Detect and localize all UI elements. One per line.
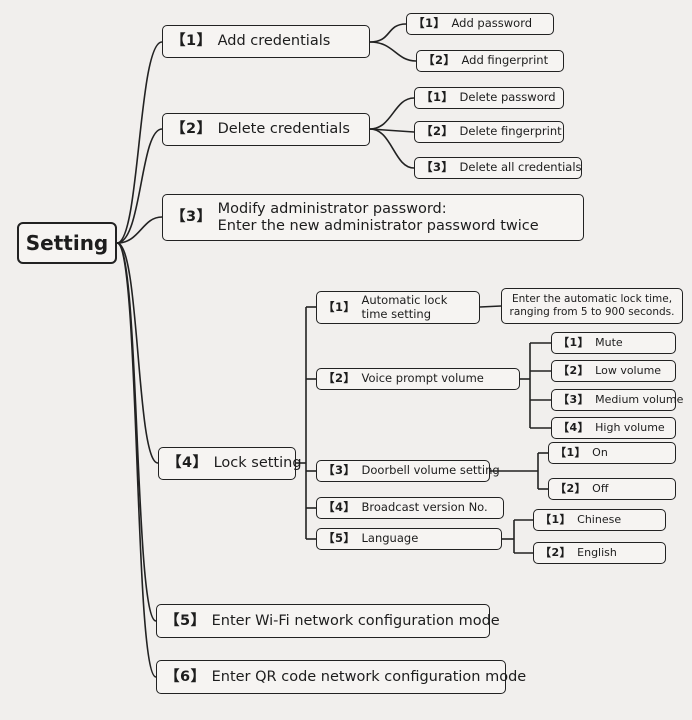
- option-label: Chinese: [577, 512, 622, 526]
- submenu-add-fingerprint: 【2】 Add fingerprint: [416, 50, 564, 72]
- submenu-add-password: 【1】 Add password: [406, 13, 554, 35]
- submenu-label-line1: Automatic lock: [361, 293, 448, 308]
- option-chinese: 【1】 Chinese: [533, 509, 666, 531]
- menu-item-wifi-config: 【5】 Enter Wi-Fi network configuration mo…: [156, 604, 500, 638]
- menu-label: Delete credentials: [217, 121, 350, 138]
- submenu-label: Delete password: [459, 90, 556, 105]
- submenu-delete-all-credentials: 【3】 Delete all credentials: [414, 157, 582, 179]
- connector-line: [369, 128, 415, 169]
- menu-label: Add credentials: [217, 33, 331, 50]
- submenu-index: 【1】: [413, 16, 446, 31]
- connector-line: [116, 216, 163, 244]
- option-medium-volume: 【3】 Medium volume: [551, 389, 683, 411]
- menu-index: 【5】: [165, 612, 206, 629]
- submenu-label-line2: time setting: [361, 306, 432, 321]
- submenu-label: Delete all credentials: [459, 160, 582, 175]
- option-index: 【1】: [540, 512, 572, 526]
- root-node-setting: Setting: [17, 222, 117, 264]
- submenu-delete-fingerprint: 【2】 Delete fingerprint: [414, 121, 564, 143]
- connector-line: [369, 128, 415, 133]
- option-low-volume: 【2】 Low volume: [551, 360, 676, 382]
- menu-item-modify-admin-password: 【3】 Modify administrator password: Enter…: [162, 194, 584, 241]
- connector-line: [369, 41, 417, 62]
- submenu-auto-lock-time: 【1】 Automatic lock time setting: [316, 291, 480, 324]
- submenu-doorbell-volume: 【3】 Doorbell volume setting: [316, 460, 500, 482]
- option-index: 【1】: [558, 335, 590, 349]
- option-label: English: [577, 545, 617, 559]
- submenu-label: Delete fingerprint: [459, 124, 562, 139]
- submenu-index: 【2】: [323, 371, 356, 386]
- submenu-index: 【1】: [421, 90, 454, 105]
- option-label: On: [592, 445, 608, 459]
- submenu-index: 【3】: [323, 463, 356, 478]
- menu-label-line1: Modify administrator password:: [217, 200, 447, 217]
- submenu-broadcast-version: 【4】 Broadcast version No.: [316, 497, 504, 519]
- auto-lock-note: Enter the automatic lock time, ranging f…: [501, 288, 683, 324]
- option-index: 【2】: [558, 363, 590, 377]
- menu-label: Lock setting: [213, 455, 302, 472]
- option-label: Mute: [595, 335, 623, 349]
- option-english: 【2】 English: [533, 542, 666, 564]
- menu-item-delete-credentials: 【2】 Delete credentials: [162, 113, 370, 146]
- option-mute: 【1】 Mute: [551, 332, 676, 354]
- option-index: 【1】: [555, 445, 587, 459]
- submenu-label: Doorbell volume setting: [361, 463, 500, 478]
- option-doorbell-off: 【2】 Off: [548, 478, 676, 500]
- submenu-delete-password: 【1】 Delete password: [414, 87, 564, 109]
- connector-line: [116, 242, 157, 678]
- submenu-index: 【4】: [323, 500, 356, 515]
- connector-line: [116, 242, 159, 464]
- option-label: Medium volume: [595, 392, 684, 406]
- connector-line: [479, 305, 502, 308]
- option-index: 【2】: [540, 545, 572, 559]
- option-label: High volume: [595, 420, 665, 434]
- option-label: Low volume: [595, 363, 662, 377]
- connector-line: [116, 41, 163, 244]
- option-doorbell-on: 【1】 On: [548, 442, 676, 464]
- note-line2: ranging from 5 to 900 seconds.: [509, 306, 675, 318]
- menu-label: Enter QR code network configuration mode: [211, 668, 527, 685]
- submenu-voice-prompt-volume: 【2】 Voice prompt volume: [316, 368, 520, 390]
- submenu-label: Broadcast version No.: [361, 500, 488, 515]
- option-index: 【4】: [558, 420, 590, 434]
- note-line1: Enter the automatic lock time,: [511, 292, 673, 305]
- menu-item-lock-setting: 【4】 Lock setting: [158, 447, 302, 480]
- submenu-index: 【2】: [421, 124, 454, 139]
- option-high-volume: 【4】 High volume: [551, 417, 676, 439]
- submenu-index: 【5】: [323, 531, 356, 546]
- submenu-language: 【5】 Language: [316, 528, 502, 550]
- submenu-index: 【3】: [421, 160, 454, 175]
- option-index: 【3】: [558, 392, 590, 406]
- menu-index: 【1】: [171, 33, 212, 50]
- submenu-index: 【1】: [323, 299, 356, 314]
- option-index: 【2】: [555, 481, 587, 495]
- option-label: Off: [592, 481, 609, 495]
- submenu-label: Add password: [451, 16, 533, 31]
- menu-index: 【2】: [171, 121, 212, 138]
- connector-line: [116, 128, 163, 244]
- connector-line: [369, 97, 415, 130]
- menu-item-add-credentials: 【1】 Add credentials: [162, 25, 370, 58]
- submenu-label: Voice prompt volume: [361, 371, 484, 386]
- submenu-index: 【2】: [423, 53, 456, 68]
- menu-index: 【4】: [167, 455, 208, 472]
- menu-index: 【6】: [165, 668, 206, 685]
- menu-index: 【3】: [171, 209, 212, 226]
- menu-label-line2: Enter the new administrator password twi…: [217, 217, 539, 234]
- menu-item-qr-config: 【6】 Enter QR code network configuration …: [156, 660, 526, 694]
- root-label: Setting: [25, 231, 109, 255]
- submenu-label: Add fingerprint: [461, 53, 549, 68]
- submenu-label: Language: [361, 531, 419, 546]
- connector-line: [369, 23, 407, 43]
- menu-label: Enter Wi-Fi network configuration mode: [211, 612, 500, 629]
